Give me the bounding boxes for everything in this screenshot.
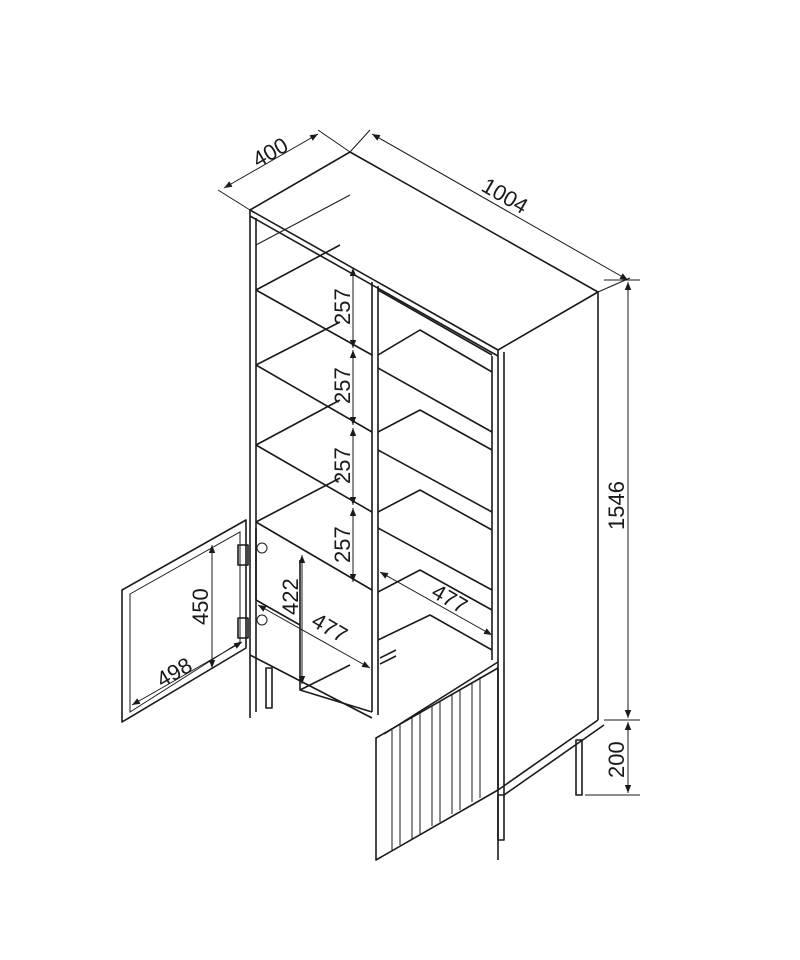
label-shelf-depth: 477 [428,579,472,619]
dimension-lines [131,129,640,796]
cabinet-legs [265,667,583,841]
label-shelf-gap-1: 257 [330,288,355,325]
dimension-labels: 400 1004 1546 200 257 257 257 257 477 47… [152,132,629,778]
right-open-door [375,661,499,861]
door-slats [391,677,481,850]
label-door-height: 450 [188,588,213,625]
label-width: 1004 [478,173,533,219]
label-door-width: 498 [152,652,196,692]
label-height: 1546 [604,481,629,530]
cabinet-body [249,151,605,860]
label-lower-height: 422 [278,578,303,615]
label-shelf-gap-2: 257 [330,367,355,404]
label-leg-height: 200 [604,741,629,778]
label-lower-depth: 477 [308,608,352,648]
label-shelf-gap-3: 257 [330,447,355,484]
label-depth: 400 [248,132,292,172]
label-shelf-gap-4: 257 [330,526,355,563]
